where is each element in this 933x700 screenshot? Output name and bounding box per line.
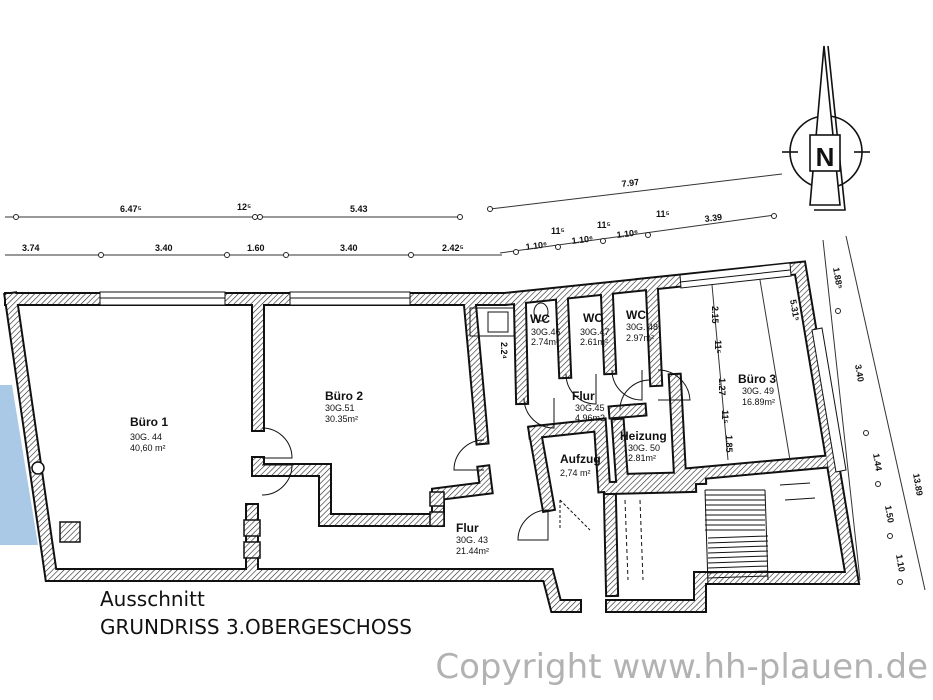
- svg-text:Aufzug: Aufzug: [560, 452, 601, 466]
- stair-step: [707, 535, 769, 539]
- svg-text:2.61m²: 2.61m²: [580, 337, 608, 347]
- dimension-ticks: [13, 206, 903, 585]
- svg-text:30G. 48: 30G. 48: [626, 322, 658, 332]
- chimney-blocks: [31, 461, 445, 559]
- svg-text:WC: WC: [530, 312, 550, 326]
- staircase: [704, 482, 816, 586]
- dim-label: 1.10⁶: [616, 227, 639, 240]
- stair-step: [764, 489, 769, 581]
- svg-text:Büro 3: Büro 3: [738, 372, 776, 386]
- svg-text:30G. 43: 30G. 43: [456, 535, 488, 545]
- dim-label: 3.40: [155, 243, 173, 253]
- svg-text:2.97m²: 2.97m²: [626, 333, 654, 343]
- svg-text:2.74m²: 2.74m²: [531, 337, 559, 347]
- svg-text:Flur: Flur: [572, 389, 595, 403]
- stair-step: [707, 570, 769, 574]
- svg-text:40,60 m²: 40,60 m²: [130, 443, 166, 453]
- stair-step: [707, 560, 769, 564]
- svg-text:16.89m²: 16.89m²: [742, 397, 775, 407]
- doors: [261, 369, 691, 581]
- windows: [99, 262, 847, 473]
- dim-label: 3.40: [853, 364, 866, 383]
- dim-label: 1.27: [717, 378, 727, 396]
- dim-label: 1.10⁶: [571, 233, 594, 246]
- drawing-subtitle: Ausschnitt: [100, 587, 205, 611]
- room-wc-47: WC 30G.472.61m²: [580, 311, 610, 347]
- svg-text:30.35m²: 30.35m²: [325, 414, 358, 424]
- dim-label: 1.10⁶: [525, 239, 548, 252]
- exterior-blue-strip: [0, 385, 38, 545]
- svg-text:2,74 m²: 2,74 m²: [560, 468, 591, 478]
- watermark: Copyright www.hh-plauen.de: [435, 647, 928, 687]
- dim-label: 2.2⁴: [499, 342, 509, 359]
- dim-label: 3.40: [340, 243, 358, 253]
- svg-text:21.44m²: 21.44m²: [456, 546, 489, 556]
- fixtures: [469, 302, 549, 337]
- dimension-lines: [5, 173, 926, 591]
- svg-text:WC: WC: [583, 311, 603, 325]
- svg-text:Heizung: Heizung: [620, 429, 667, 443]
- dim-label: 3.74: [22, 243, 40, 253]
- dim-label: 6.47⁵: [120, 204, 142, 214]
- stair-step: [707, 555, 769, 559]
- stair-step: [707, 565, 769, 569]
- stair-step: [779, 482, 811, 486]
- dim-label: 1.88⁵: [831, 267, 845, 290]
- svg-text:30G.51: 30G.51: [325, 403, 355, 413]
- svg-text:4.96m2: 4.96m2: [575, 413, 605, 423]
- stair-step: [707, 540, 769, 544]
- svg-text:Büro 1: Büro 1: [130, 415, 168, 429]
- stair-step: [704, 489, 709, 586]
- dim-label: 5.31⁵: [788, 299, 802, 322]
- dim-label: 1.50: [883, 505, 896, 524]
- dim-label: 1.85: [724, 435, 734, 453]
- svg-text:WC: WC: [626, 308, 646, 322]
- room-aufzug: Aufzug 2,74 m²: [560, 452, 601, 478]
- dim-label: 2.15: [710, 306, 720, 324]
- svg-text:30G.47: 30G.47: [580, 327, 610, 337]
- svg-text:2.81m²: 2.81m²: [628, 453, 656, 463]
- dim-label: 11⁵: [720, 410, 730, 424]
- svg-text:N: N: [816, 142, 835, 172]
- svg-text:30G. 50: 30G. 50: [628, 443, 660, 453]
- svg-text:Büro 2: Büro 2: [325, 389, 363, 403]
- svg-text:30G. 49: 30G. 49: [742, 386, 774, 396]
- stair-step: [707, 545, 769, 549]
- svg-text:30G.45: 30G.45: [575, 403, 605, 413]
- svg-text:30G. 44: 30G. 44: [130, 432, 162, 442]
- dim-label: 5.43: [350, 204, 368, 214]
- dim-label: 1.10: [894, 554, 907, 573]
- svg-text:30G.46: 30G.46: [531, 327, 561, 337]
- dim-label: 11⁵: [597, 220, 611, 230]
- stair-step: [784, 497, 816, 501]
- drawing-title: GRUNDRISS 3.OBERGESCHOSS: [100, 615, 412, 639]
- dimension-labels: 6.47⁵ 12⁵ 5.43 3.74 3.40 1.60 3.40 2.42⁵…: [22, 177, 925, 573]
- dim-label: 1.44: [871, 453, 884, 472]
- dim-label: 13.89: [911, 473, 925, 497]
- dim-label: 12⁵: [237, 202, 251, 212]
- dim-label: 3.39: [704, 212, 723, 224]
- dim-label: 7.97: [621, 177, 640, 189]
- stair-step: [707, 575, 769, 579]
- dim-label: 2.42⁵: [442, 243, 464, 253]
- dim-label: 11⁵: [713, 340, 723, 354]
- north-arrow-icon: N: [782, 45, 870, 211]
- dim-label: 1.60: [247, 243, 265, 253]
- dim-label: 11⁵: [551, 226, 565, 236]
- stair-step: [707, 550, 769, 554]
- svg-text:Flur: Flur: [456, 521, 479, 535]
- dim-label: 11⁵: [656, 209, 670, 219]
